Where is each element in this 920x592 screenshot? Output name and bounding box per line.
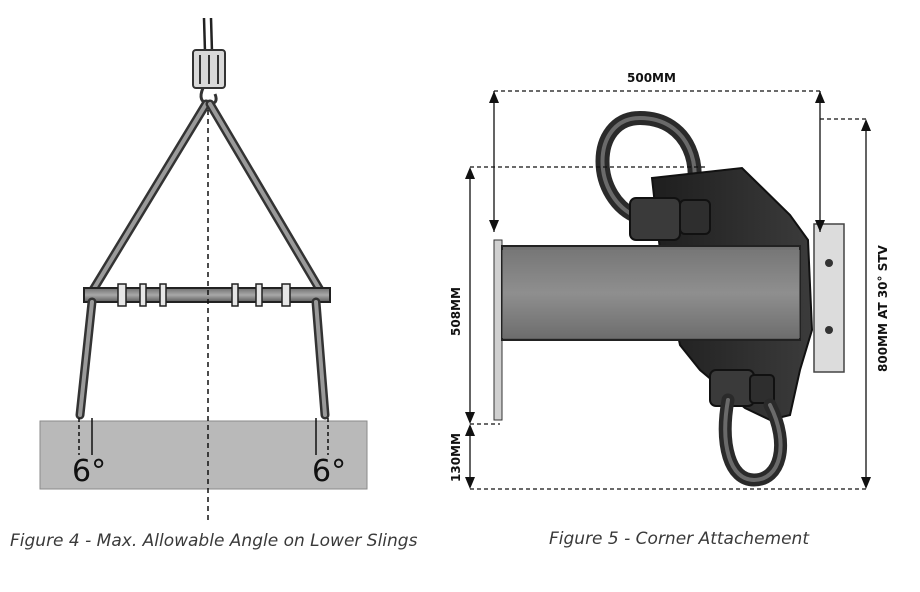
figure-4-lifting-diagram: 6° 6° [39, 17, 368, 522]
dimension-lines [469, 90, 867, 490]
figure-5-caption: Figure 5 - Corner Attachement [549, 529, 809, 549]
lower-slings [75, 297, 330, 420]
bottom-bolt [709, 369, 775, 407]
spreader-beam [83, 283, 331, 307]
hook-block [192, 49, 226, 106]
crane-ropes [202, 17, 214, 53]
angle-label-right: 6° [312, 454, 346, 489]
dim-label-beam-height: 508MM [449, 287, 463, 336]
dim-label-bottom: 130MM [449, 433, 463, 482]
dim-label-total-height: 800MM AT 30° STV [876, 244, 890, 372]
angle-references [78, 418, 329, 455]
figure-4-caption: Figure 4 - Max. Allowable Angle on Lower… [10, 531, 418, 551]
dimension-arrows [465, 91, 871, 489]
angle-label-left: 6° [72, 454, 106, 489]
end-plate [813, 223, 845, 373]
beam-section [493, 239, 801, 421]
figure-5-corner-attachment: 500MM 800MM AT 30° STV 508MM 130MM [449, 71, 890, 490]
bottom-shackle [718, 393, 788, 487]
dim-label-width: 500MM [627, 71, 676, 85]
upper-slings [88, 99, 325, 295]
top-bolt [629, 197, 711, 241]
load-block [39, 420, 368, 490]
